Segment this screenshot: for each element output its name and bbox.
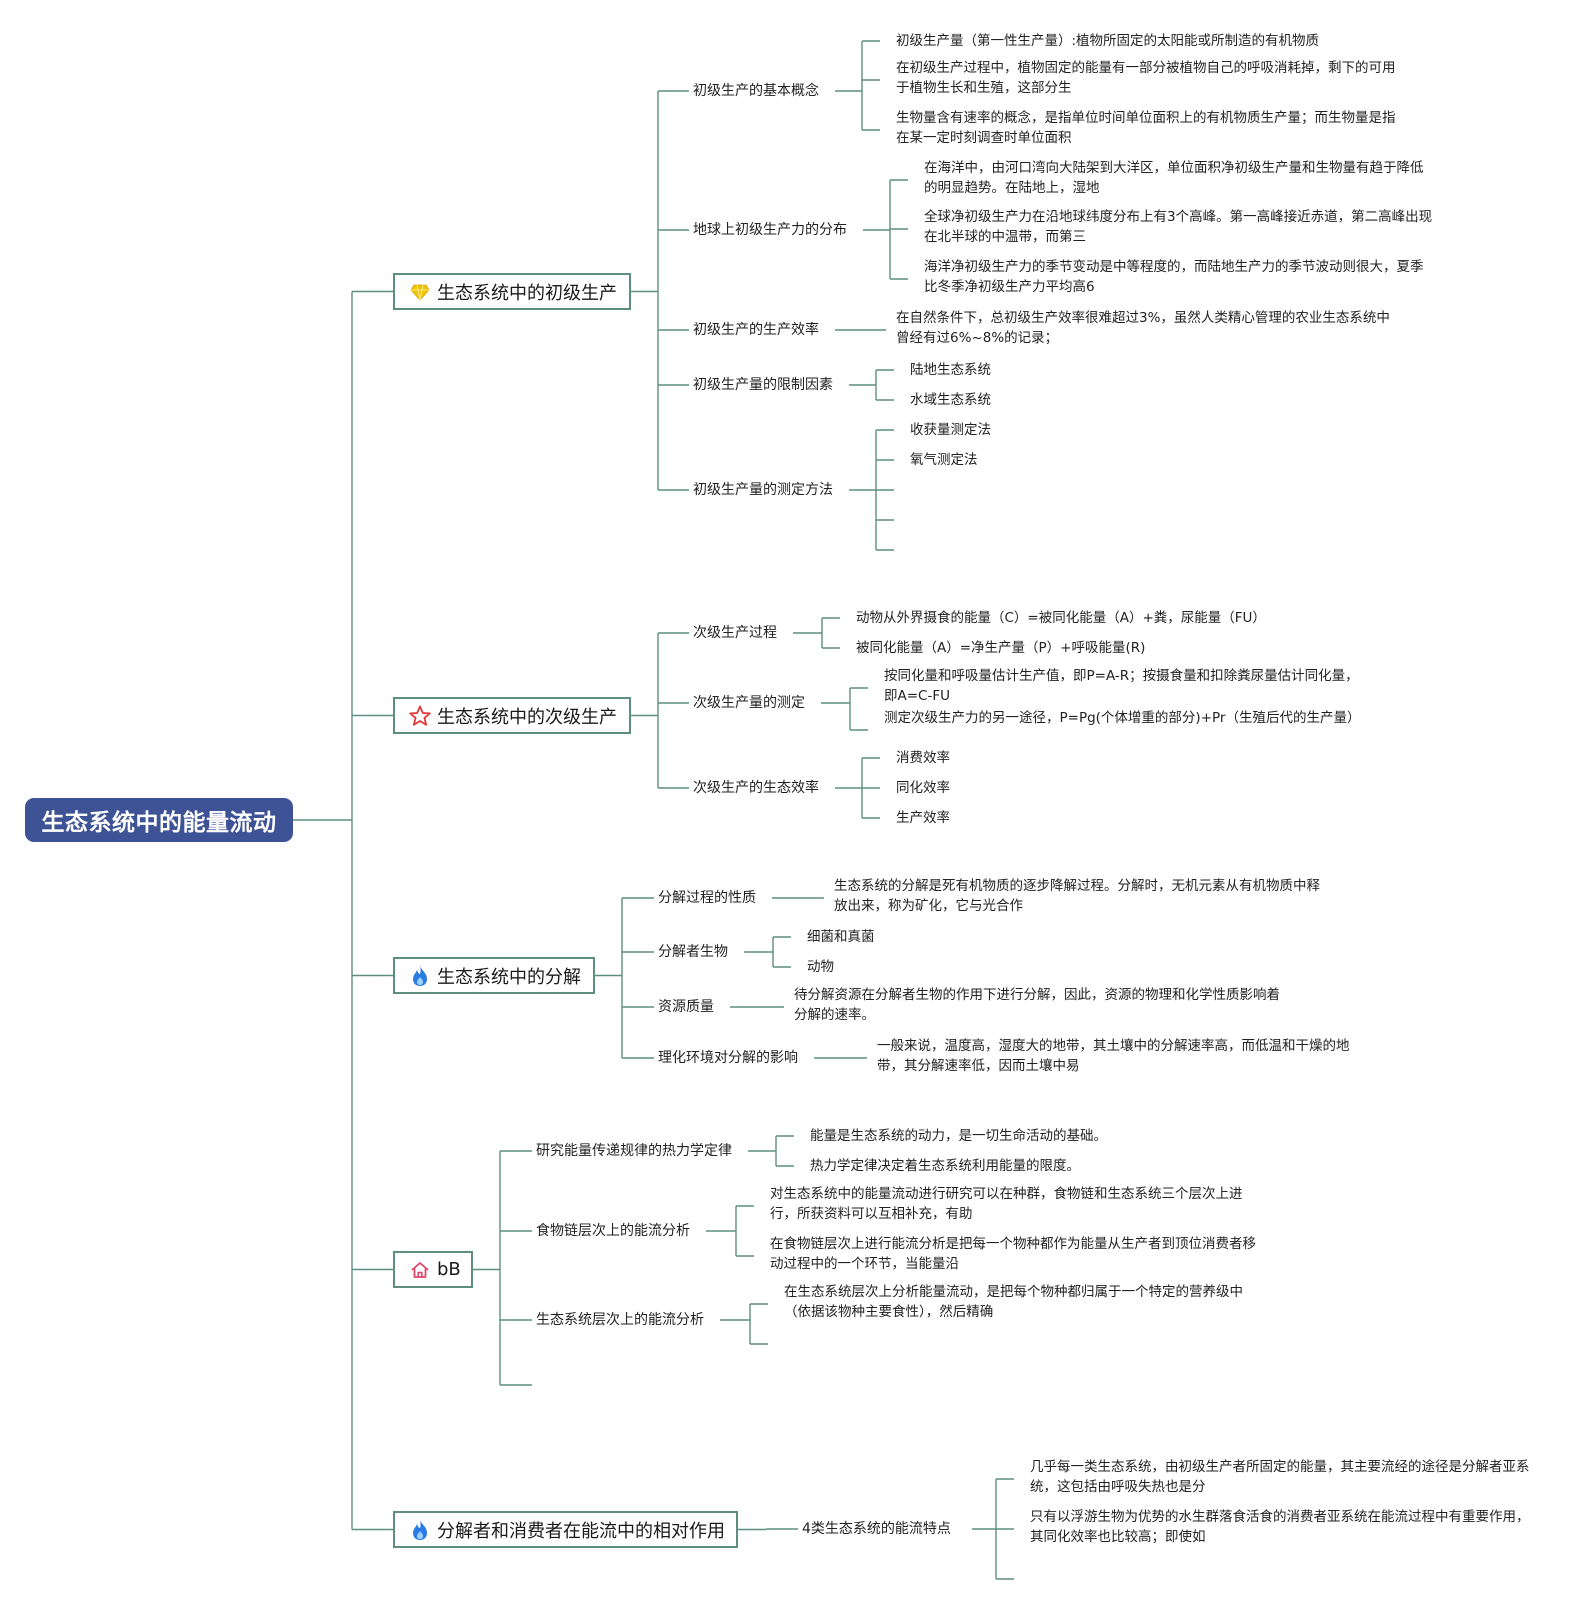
leaf-note: 被同化能量（A）=净生产量（P）+呼吸能量(R)	[856, 640, 1146, 656]
leaf-note: 一般来说，温度高，湿度大的地带，其土壤中的分解速率高，而低温和干燥的地带，其分解…	[877, 1038, 1350, 1074]
subtopic: 次级生产量的测定	[693, 695, 805, 711]
branch-topic-label: 生态系统中的次级生产	[437, 706, 617, 728]
leaf-note: 初级生产量（第一性生产量）:植物所固定的太阳能或所制造的有机物质	[896, 33, 1320, 49]
leaf-note: 对生态系统中的能量流动进行研究可以在种群，食物链和生态系统三个层次上进行，所获资…	[770, 1186, 1243, 1222]
subtopic: 初级生产的生产效率	[693, 322, 819, 338]
subtopic: 资源质量	[658, 999, 714, 1015]
leaf-note: 细菌和真菌	[807, 929, 875, 945]
leaf-note: 消费效率	[896, 750, 950, 766]
subtopic: 次级生产过程	[693, 625, 777, 641]
leaf-note: 在食物链层次上进行能流分析是把每一个物种都作为能量从生产者到顶位消费者移动过程中…	[770, 1236, 1256, 1272]
subtopic: 4类生态系统的能流特点	[802, 1521, 951, 1537]
leaf-note: 陆地生态系统	[910, 362, 991, 378]
leaf-note: 氧气测定法	[910, 452, 978, 468]
subtopic: 食物链层次上的能流分析	[536, 1223, 690, 1239]
leaf-note: 能量是生态系统的动力，是一切生命活动的基础。	[810, 1128, 1107, 1144]
branch-topic: 生态系统中的初级生产	[393, 273, 631, 310]
leaf-note: 收获量测定法	[910, 422, 991, 438]
leaf-note: 在自然条件下，总初级生产效率很难超过3%，虽然人类精心管理的农业生态系统中曾经有…	[896, 310, 1390, 346]
leaf-note: 生物量含有速率的概念，是指单位时间单位面积上的有机物质生产量；而生物量是指在某一…	[896, 110, 1396, 146]
leaf-note: 几乎每一类生态系统，由初级生产者所固定的能量，其主要流经的途径是分解者亚系统，这…	[1030, 1459, 1530, 1495]
fire-icon	[409, 1519, 431, 1541]
branch-topic-label: 生态系统中的分解	[437, 966, 581, 988]
branch-topic-label: 生态系统中的初级生产	[437, 282, 617, 304]
subtopic: 初级生产量的限制因素	[693, 377, 833, 393]
leaf-note: 动物从外界摄食的能量（C）=被同化能量（A）+粪，尿能量（FU）	[856, 610, 1266, 626]
branch-topic: 生态系统中的分解	[393, 957, 595, 994]
gem-icon	[409, 281, 431, 303]
leaf-note: 在初级生产过程中，植物固定的能量有一部分被植物自己的呼吸消耗掉，剩下的可用于植物…	[896, 60, 1396, 96]
subtopic: 次级生产的生态效率	[693, 780, 819, 796]
branch-topic-label: 分解者和消费者在能流中的相对作用	[437, 1520, 725, 1542]
leaf-note: 按同化量和呼吸量估计生产值，即P=A-R；按摄食量和扣除粪尿量估计同化量，即A=…	[884, 668, 1359, 704]
leaf-note: 待分解资源在分解者生物的作用下进行分解，因此，资源的物理和化学性质影响着分解的速…	[794, 987, 1280, 1023]
leaf-note: 水域生态系统	[910, 392, 991, 408]
subtopic: 初级生产的基本概念	[693, 83, 819, 99]
home-icon	[409, 1259, 431, 1281]
subtopic: 分解者生物	[658, 944, 728, 960]
leaf-note: 生态系统的分解是死有机物质的逐步降解过程。分解时，无机元素从有机物质中释放出来，…	[834, 878, 1320, 914]
leaf-note: 在生态系统层次上分析能量流动，是把每个物种都归属于一个特定的营养级中（依据该物种…	[784, 1284, 1243, 1320]
branch-topic: 生态系统中的次级生产	[393, 697, 631, 734]
subtopic: 初级生产量的测定方法	[693, 482, 833, 498]
root-topic: 生态系统中的能量流动	[25, 798, 293, 842]
leaf-note: 全球净初级生产力在沿地球纬度分布上有3个高峰。第一高峰接近赤道，第二高峰出现在北…	[924, 209, 1433, 245]
fire-icon	[409, 965, 431, 987]
branch-topic: 分解者和消费者在能流中的相对作用	[393, 1511, 738, 1548]
leaf-note: 动物	[807, 959, 834, 975]
leaf-note: 同化效率	[896, 780, 950, 796]
subtopic: 生态系统层次上的能流分析	[536, 1312, 704, 1328]
branch-topic-label: bB	[437, 1259, 461, 1280]
leaf-note: 在海洋中，由河口湾向大陆架到大洋区，单位面积净初级生产量和生物量有趋于降低的明显…	[924, 160, 1424, 196]
subtopic: 地球上初级生产力的分布	[693, 222, 847, 238]
subtopic: 分解过程的性质	[658, 890, 756, 906]
branch-topic: bB	[393, 1251, 473, 1288]
leaf-note: 热力学定律决定着生态系统利用能量的限度。	[810, 1158, 1080, 1174]
leaf-note: 测定次级生产力的另一途径，P=Pg(个体增重的部分)+Pr（生殖后代的生产量）	[884, 710, 1361, 726]
leaf-note: 只有以浮游生物为优势的水生群落食活食的消费者亚系统在能流过程中有重要作用，其同化…	[1030, 1509, 1530, 1545]
subtopic: 理化环境对分解的影响	[658, 1050, 798, 1066]
subtopic: 研究能量传递规律的热力学定律	[536, 1143, 732, 1159]
leaf-note: 海洋净初级生产力的季节变动是中等程度的，而陆地生产力的季节波动则很大，夏季比冬季…	[924, 259, 1424, 295]
star-icon	[409, 705, 431, 727]
leaf-note: 生产效率	[896, 810, 950, 826]
